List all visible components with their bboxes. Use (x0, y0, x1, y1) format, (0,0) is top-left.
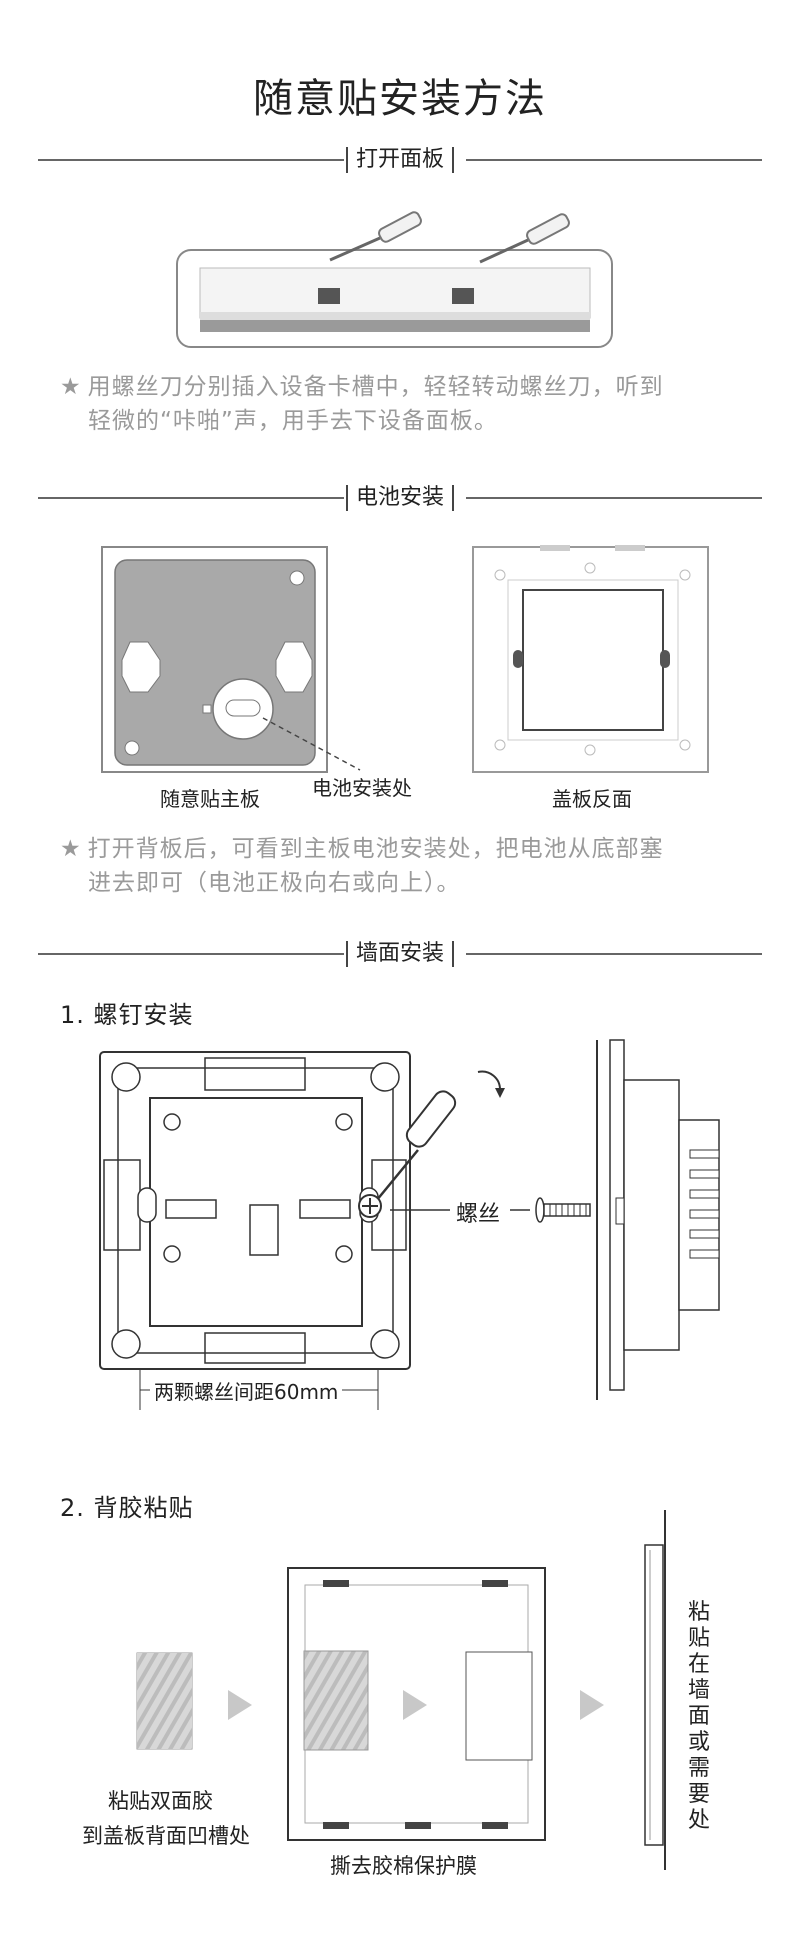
arrow-right-icon (403, 1690, 427, 1720)
arrow-right-icon (580, 1690, 604, 1720)
section-header-battery: 电池安装 (0, 485, 800, 511)
cover-with-tape-figure (287, 1567, 546, 1841)
wall-side-figure (596, 1039, 720, 1400)
caption-paste-line1: 粘贴双面胶 (108, 1789, 213, 1813)
divider-left (38, 497, 344, 499)
section-header-wall: 墙面安装 (0, 941, 800, 967)
step-screw-install: 1. 螺钉安装 (60, 1001, 194, 1029)
tape-3m-figure (136, 1652, 193, 1750)
note-battery: ★打开背板后，可看到主板电池安装处，把电池从底部塞 进去即可（电池正极向右或向上… (60, 836, 664, 896)
screwdriver-icon (371, 1090, 457, 1207)
screw-icon (535, 1197, 591, 1223)
step-adhesive: 2. 背胶粘贴 (60, 1494, 194, 1522)
arrow-right-icon (228, 1690, 252, 1720)
battery-illustration (101, 545, 709, 773)
caption-cover-back: 盖板反面 (552, 787, 632, 811)
section-label: 电池安装 (345, 485, 454, 511)
rotate-arrow-icon (477, 1070, 502, 1091)
note-open-panel: ★用螺丝刀分别插入设备卡槽中，轻轻转动螺丝刀，听到 轻微的“咔啪”声，用手去下设… (60, 374, 664, 434)
divider-right (466, 497, 762, 499)
screwdriver-icon (479, 213, 570, 264)
divider-left (38, 953, 344, 955)
caption-mainboard: 随意贴主板 (160, 787, 260, 811)
section-label: 打开面板 (345, 147, 454, 173)
screw-install-illustration (99, 1039, 720, 1410)
divider-right (466, 159, 762, 161)
panel-illustration (176, 211, 613, 348)
cover-back-figure (472, 545, 709, 773)
mainboard-figure (101, 546, 328, 773)
screwdriver-icon (329, 211, 422, 262)
page-title: 随意贴安装方法 (253, 76, 547, 122)
screw-spacing-label: 两颗螺丝间距60mm (150, 1376, 343, 1405)
caption-battery-location: 电池安装处 (312, 776, 412, 800)
divider-right (466, 953, 762, 955)
star-icon: ★ (60, 374, 82, 400)
caption-paste-line2: 到盖板背面凹槽处 (82, 1824, 250, 1848)
screw-label: 螺丝 (456, 1202, 501, 1227)
divider-left (38, 159, 344, 161)
caption-vertical-wall: 粘贴在墙面或需要处 (687, 1600, 710, 1833)
section-header-open-panel: 打开面板 (0, 147, 800, 173)
section-label: 墙面安装 (345, 941, 454, 967)
caption-peel: 撕去胶棉保护膜 (330, 1854, 477, 1878)
star-icon: ★ (60, 836, 82, 862)
wall-mounted-figure (644, 1510, 666, 1870)
